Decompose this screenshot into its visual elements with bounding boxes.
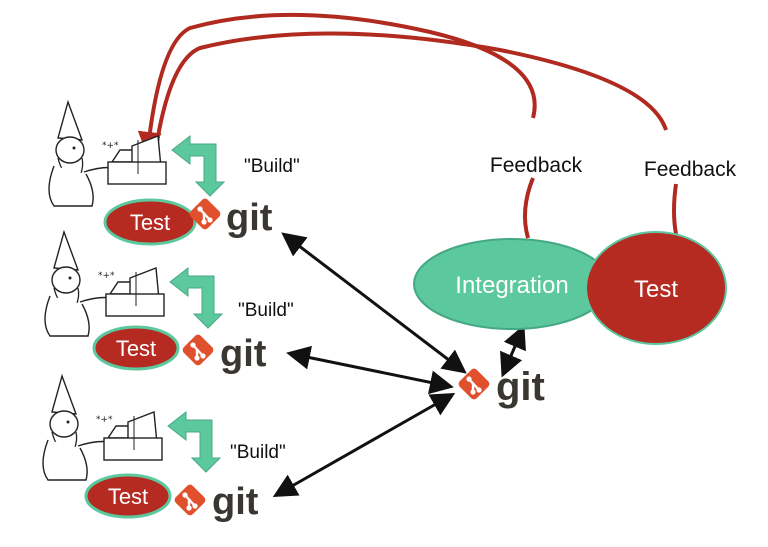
build-label: "Build" <box>244 156 300 177</box>
test-badge <box>103 198 197 246</box>
feedback-stem-test <box>672 183 678 235</box>
sync-arrow-2 <box>286 345 454 395</box>
sync-arrow-integration <box>500 324 526 378</box>
computer-icon <box>105 267 165 317</box>
developer-row-3: "Build" Test git <box>42 375 286 523</box>
git-label: git <box>212 481 259 523</box>
git-logo-icon <box>171 481 209 519</box>
feedback-loop-test <box>154 31 668 149</box>
developer-row-2: "Build" Test git <box>44 231 294 375</box>
wizard-developer-icon <box>42 375 114 481</box>
build-label: "Build" <box>230 442 286 463</box>
central-git-label: git <box>496 365 545 409</box>
test-badge <box>92 325 180 371</box>
test-label: Test <box>116 336 156 361</box>
feedback-label-integration: Feedback <box>490 154 583 177</box>
test-badge <box>84 473 172 519</box>
test-label: Test <box>108 484 148 509</box>
build-arrow-icon <box>171 135 225 197</box>
git-logo-icon <box>455 365 493 403</box>
central-test-label: Test <box>634 276 678 303</box>
feedback-label-test: Feedback <box>644 158 737 181</box>
build-label: "Build" <box>238 300 294 321</box>
git-label: git <box>226 197 273 239</box>
git-label: git <box>220 333 267 375</box>
integration-label: Integration <box>455 272 568 299</box>
central-repo: git <box>455 365 545 409</box>
test-ellipse <box>585 231 727 345</box>
git-logo-icon <box>179 331 217 369</box>
wizard-developer-icon <box>44 231 116 337</box>
build-arrow-icon <box>169 267 223 329</box>
sync-arrow-3 <box>272 393 456 497</box>
developer-row-1: "Build" Test git <box>48 101 300 246</box>
feedback-loop-integration <box>137 12 537 156</box>
computer-icon <box>103 411 163 461</box>
build-arrow-icon <box>167 411 221 473</box>
feedback-stem-integration <box>522 177 535 239</box>
test-label: Test <box>130 210 170 235</box>
wizard-developer-icon <box>48 101 120 207</box>
